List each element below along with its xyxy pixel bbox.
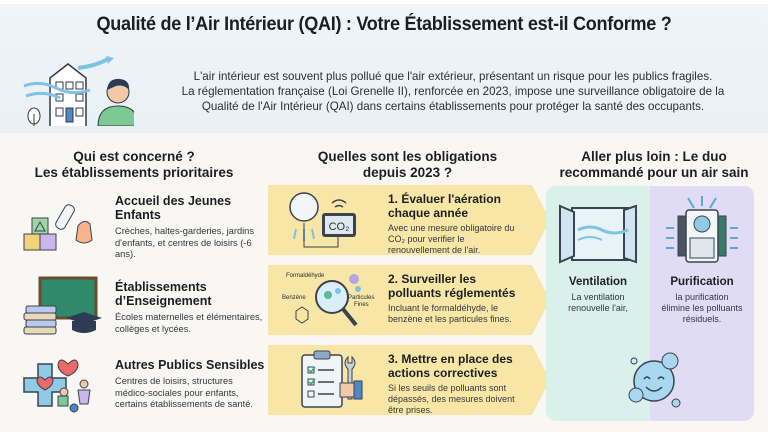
duo-column-title: Aller plus loin : Le duo recommandé pour…: [540, 149, 768, 181]
title-line: Qui est concerné ?: [73, 149, 195, 164]
item-description: Crèches, haltes-garderies, jardins d'enf…: [115, 226, 254, 259]
item-description: Écoles maternelles et élémentaires, coll…: [115, 312, 263, 334]
concerned-column-title: Qui est concerné ? Les établissements pr…: [0, 149, 268, 181]
svg-text:Benzène: Benzène: [282, 295, 306, 301]
chalkboard-books-icon: [23, 276, 102, 335]
intro-line: La réglementation française (Loi Grenell…: [181, 85, 725, 98]
step-description: Incluant le formaldéhyde, le benzène et …: [388, 303, 512, 324]
magnifier-pollutants-icon: Formaldéhyde Benzène Particules Fines: [282, 273, 374, 327]
step-heading: 2. Surveiller les polluants réglementés: [388, 272, 516, 300]
step-description: Si les seuils de polluants sont dépassés…: [388, 383, 515, 415]
svg-text:Fines: Fines: [354, 302, 369, 308]
obligations-column-title: Quelles sont les obligations depuis 2023…: [270, 149, 545, 181]
svg-text:CO₂: CO₂: [329, 221, 350, 233]
ventilation-panel: Ventilation La ventilation renouvelle l'…: [546, 186, 650, 421]
intro-text: L'air intérieur est souvent plus pollué …: [143, 69, 763, 114]
smiling-bubble-icon: [628, 352, 681, 408]
open-window-icon: [559, 204, 637, 264]
title-line: recommandé pour un air sain: [559, 165, 749, 180]
title-line: Aller plus loin : Le duo: [581, 149, 727, 164]
title-line: Les établissements prioritaires: [34, 165, 234, 180]
baby-bottle-blocks-icon: [23, 204, 93, 251]
ventilation-heading: Ventilation: [568, 276, 628, 288]
item-heading: Accueil des Jeunes Enfants: [115, 194, 232, 222]
building-person-airflow-icon: [23, 56, 134, 126]
purification-panel: Purification la purification élimine les…: [650, 186, 754, 421]
co2-sensor-icon: CO₂: [289, 192, 356, 248]
item-heading: Établissements d’Enseignement: [115, 280, 212, 308]
svg-text:Formaldéhyde: Formaldéhyde: [286, 273, 325, 279]
obligation-step: CO₂ 1. Évaluer l'aération chaque année A…: [268, 185, 550, 255]
title-line: Quelles sont les obligations: [317, 149, 498, 164]
step-description: Avec une mesure obligatoire du CO₂ pour …: [388, 223, 515, 255]
checklist-wrench-icon: [301, 350, 363, 408]
item-description: Centres de loisirs, structures médico-so…: [115, 376, 253, 409]
step-heading: 3. Mettre en place des actions correctiv…: [388, 352, 513, 380]
obligation-step: Formaldéhyde Benzène Particules Fines 2.…: [268, 265, 550, 335]
obligation-step: 3. Mettre en place des actions correctiv…: [268, 345, 550, 415]
step-heading: 1. Évaluer l'aération chaque année: [388, 192, 501, 220]
purification-description: la purification élimine les polluants ré…: [661, 292, 743, 324]
purification-heading: Purification: [670, 276, 734, 288]
medical-cross-children-icon: [23, 359, 91, 413]
page-title: Qualité de l’Air Intérieur (QAI) : Votre…: [96, 14, 672, 35]
title-line: depuis 2023 ?: [362, 165, 453, 180]
ventilation-description: La ventilation renouvelle l'air,: [568, 292, 628, 313]
intro-line: Qualité de l'Air Intérieur (QAI) dans ce…: [201, 100, 705, 113]
duo-panel: Ventilation La ventilation renouvelle l'…: [546, 186, 754, 421]
intro-line: L'air intérieur est souvent plus pollué …: [193, 70, 713, 83]
svg-text:Particules: Particules: [348, 295, 374, 301]
item-heading: Autres Publics Sensibles: [115, 358, 265, 372]
air-purifier-icon: [666, 196, 738, 263]
